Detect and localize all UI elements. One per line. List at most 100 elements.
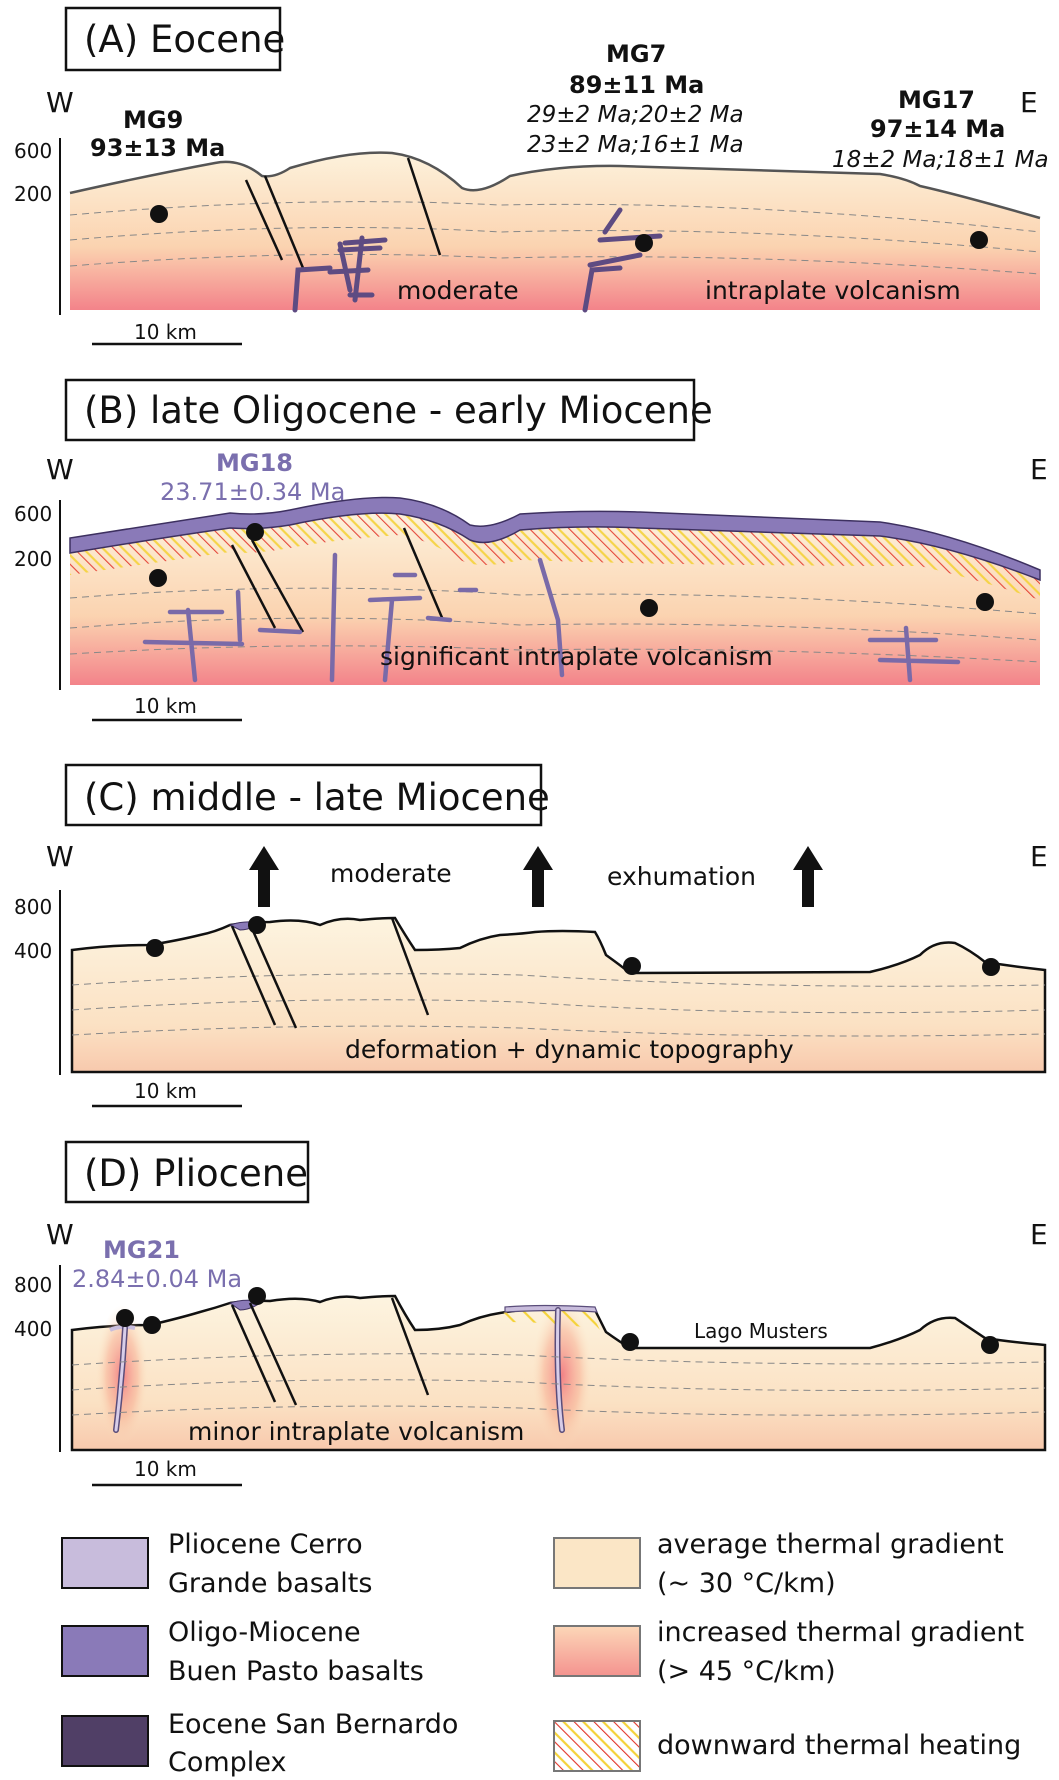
panel-c-west: W: [46, 840, 74, 873]
panel-b-dot-1: [149, 569, 167, 587]
panel-b-isotherms: [69, 587, 1041, 663]
panel-a-scale-label: 10 km: [134, 320, 197, 344]
sample-mg17-name: MG17: [898, 86, 975, 114]
panel-b-dykes: [142, 552, 961, 683]
panel-a-title-box: [64, 6, 282, 72]
panel-d-east: E: [1030, 1218, 1048, 1251]
legend-swatch-buen-pasto: [61, 1625, 149, 1677]
panel-a-dykes: [292, 207, 663, 313]
legend-swatch-downward-heating: [553, 1720, 641, 1772]
panel-a-label-moderate: moderate: [397, 276, 519, 305]
panel-b-tick-600: 600: [14, 502, 52, 526]
panel-b-faults: [230, 527, 445, 633]
panel-a-sample-mg17-dot: [970, 231, 988, 249]
legend-swatch-increased-gradient: [553, 1625, 641, 1677]
legend-san-bernardo-line2: Complex: [168, 1747, 286, 1778]
panel-d-west: W: [46, 1218, 74, 1251]
panel-c-dot-2: [248, 916, 266, 934]
sample-mg18-name: MG18: [216, 449, 293, 477]
sample-mg18-age: 23.71±0.34 Ma: [160, 478, 345, 506]
panel-b-title-box: [64, 378, 696, 442]
legend-buen-pasto-line2: Buen Pasto basalts: [168, 1656, 424, 1687]
panel-b-thermal-heating: [70, 513, 1040, 600]
sample-mg9-name: MG9: [123, 106, 183, 134]
sample-mg7-extra2: 23±2 Ma;16±1 Ma: [527, 132, 744, 158]
panel-a-label-volcanism: intraplate volcanism: [705, 276, 961, 305]
sample-mg7-name: MG7: [606, 40, 666, 68]
uplift-arrow-1: [249, 846, 279, 907]
legend-san-bernardo-line1: Eocene San Bernardo: [168, 1709, 458, 1740]
panel-c-scale-label: 10 km: [134, 1079, 197, 1103]
panel-c-isotherms: [71, 973, 1046, 1037]
panel-a: (A) Eocene W E 600 200 MG9 93±13 Ma MG7 …: [14, 6, 1049, 346]
panel-d-scale-label: 10 km: [134, 1457, 197, 1481]
panel-d-title: (D) Pliocene: [84, 1152, 308, 1195]
sample-mg17-age: 97±14 Ma: [870, 115, 1005, 143]
panel-d-flow-west: [109, 1324, 136, 1332]
panel-a-sample-mg7-dot: [635, 234, 653, 252]
panel-b-scale-label: 10 km: [134, 694, 197, 718]
legend-swatch-average-gradient: [553, 1537, 641, 1589]
panel-c-dot-4: [982, 958, 1000, 976]
sample-mg21-age: 2.84±0.04 Ma: [72, 1265, 242, 1293]
sample-mg17-extra: 18±2 Ma;18±1 Ma: [832, 147, 1049, 173]
panel-d-hotspot-2: [532, 1300, 592, 1450]
panel-b-title: (B) late Oligocene - early Miocene: [84, 389, 713, 432]
panel-c-tick-800: 800: [14, 895, 52, 919]
sample-mg9-age: 93±13 Ma: [90, 134, 225, 162]
panel-a-faults: [244, 157, 442, 269]
legend-increased-line1: increased thermal gradient: [657, 1617, 1024, 1648]
panel-c-label-deformation: deformation + dynamic topography: [345, 1035, 794, 1064]
panel-d-isotherms: [71, 1353, 1046, 1416]
panel-b-dot-3: [640, 599, 658, 617]
panel-b-label: significant intraplate volcanism: [380, 642, 773, 671]
legend-heating-line1: downward thermal heating: [657, 1730, 1021, 1761]
panel-c-title-box: [64, 763, 543, 827]
panel-c-dot-1: [146, 939, 164, 957]
panel-d-label: minor intraplate volcanism: [188, 1417, 524, 1446]
panel-c-label-moderate: moderate: [330, 859, 452, 888]
panel-a-title: (A) Eocene: [84, 18, 285, 61]
panel-a-surface: [69, 151, 1041, 220]
panel-a-tick-200: 200: [14, 182, 52, 206]
panel-c-faults: [230, 917, 430, 1029]
panel-c-label-exhumation: exhumation: [607, 862, 756, 891]
panel-d-feeder-dykes: [113, 1307, 565, 1433]
panel-b-dot-4: [976, 593, 994, 611]
uplift-arrow-3: [793, 846, 823, 907]
panel-b-west: W: [46, 453, 74, 486]
panel-a-east: E: [1020, 86, 1038, 119]
panel-a-west: W: [46, 86, 74, 119]
panel-d-dot-5: [981, 1336, 999, 1354]
legend-swatch-san-bernardo: [61, 1715, 149, 1767]
panel-b-east: E: [1030, 453, 1048, 486]
panel-d-dot-2: [143, 1316, 161, 1334]
panel-c-uplift-arrows: [249, 846, 823, 907]
panel-d-dot-3: [248, 1287, 266, 1305]
panel-c-dot-3: [623, 957, 641, 975]
legend-buen-pasto-line1: Oligo-Miocene: [168, 1617, 361, 1648]
legend-cerro-grande-line2: Grande basalts: [168, 1568, 372, 1599]
panel-b-tick-200: 200: [14, 547, 52, 571]
sample-mg7-age: 89±11 Ma: [569, 71, 704, 99]
panel-c-tick-400: 400: [14, 939, 52, 963]
legend: Pliocene Cerro Grande basalts Oligo-Mioc…: [61, 1529, 1024, 1778]
legend-average-line2: (~ 30 °C/km): [657, 1568, 836, 1599]
panel-a-sample-mg9-dot: [150, 205, 168, 223]
sample-mg7-extra1: 29±2 Ma;20±2 Ma: [527, 102, 744, 128]
panel-c-east: E: [1030, 840, 1048, 873]
panel-d-faults: [230, 1297, 430, 1406]
panel-d-cerro-grande-flow: [504, 1304, 598, 1313]
panel-d-sample-mg21-dot: [116, 1309, 134, 1327]
panel-d: (D) Pliocene W E 800 400: [14, 1140, 1048, 1487]
panel-c: (C) middle - late Miocene W E 800 400 mo…: [14, 763, 1048, 1108]
panel-d-title-box: [64, 1140, 310, 1204]
legend-swatch-cerro-grande: [61, 1537, 149, 1589]
panel-b: (B) late Oligocene - early Miocene W E 6…: [14, 378, 1048, 722]
panel-c-title: (C) middle - late Miocene: [84, 776, 550, 819]
panel-b-basalt-cover: [69, 496, 1041, 582]
panel-d-tick-400: 400: [14, 1317, 52, 1341]
legend-increased-line2: (> 45 °C/km): [657, 1656, 836, 1687]
sample-mg21-name: MG21: [103, 1236, 180, 1264]
